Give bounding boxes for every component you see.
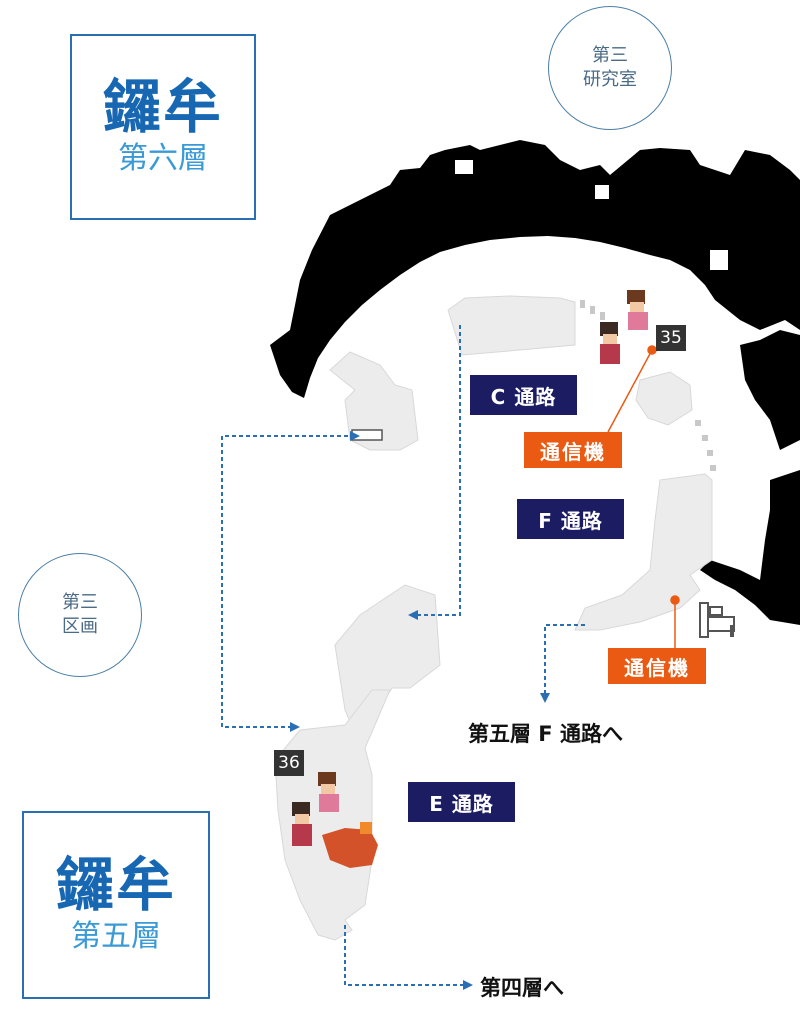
- wall-dots: [580, 300, 716, 471]
- comm-device-upper[interactable]: 通信機: [524, 432, 622, 468]
- route-lines: [221, 325, 585, 986]
- comm-leader-lines: [607, 345, 680, 648]
- right-wall-lower: [700, 470, 800, 625]
- location-line: 第三: [592, 45, 628, 66]
- floor-label: 第六層: [118, 141, 208, 176]
- floor-title-lower: 鑼牟 第五層: [22, 811, 210, 999]
- floor-middle-block: [635, 371, 693, 426]
- marker-36[interactable]: 36: [274, 750, 304, 776]
- party-sprites-upper: [600, 290, 648, 364]
- floor-upper-left-room: [329, 351, 419, 451]
- floor-c-passage-top: [447, 295, 576, 356]
- location-third-district[interactable]: 第三 区画: [18, 553, 142, 677]
- route-arrowheads: [290, 431, 550, 990]
- passage-f-label: F 通路: [517, 499, 624, 539]
- passage-e-label: E 通路: [408, 782, 515, 822]
- marker-35[interactable]: 35: [656, 325, 686, 351]
- location-third-lab[interactable]: 第三 研究室: [548, 6, 672, 130]
- bed-icon: [699, 602, 735, 638]
- upper-floor-walls: [270, 140, 800, 398]
- exit-to-fourth-floor[interactable]: 第四層へ: [480, 976, 564, 1000]
- area-name: 鑼牟: [102, 73, 223, 141]
- location-line: 区画: [62, 616, 98, 637]
- right-wall-upper: [740, 330, 800, 450]
- exit-to-fifth-f-passage[interactable]: 第五層 F 通路へ: [468, 722, 623, 746]
- area-name: 鑼牟: [55, 851, 176, 919]
- floor-label: 第五層: [71, 919, 161, 954]
- floor-title-upper: 鑼牟 第六層: [70, 34, 256, 220]
- party-sprites-lower: [292, 772, 378, 868]
- comm-device-lower[interactable]: 通信機: [608, 648, 706, 684]
- location-line: 研究室: [583, 69, 637, 90]
- floor-f-passage: [574, 473, 713, 631]
- location-line: 第三: [62, 592, 98, 613]
- passage-c-label: C 通路: [470, 375, 577, 415]
